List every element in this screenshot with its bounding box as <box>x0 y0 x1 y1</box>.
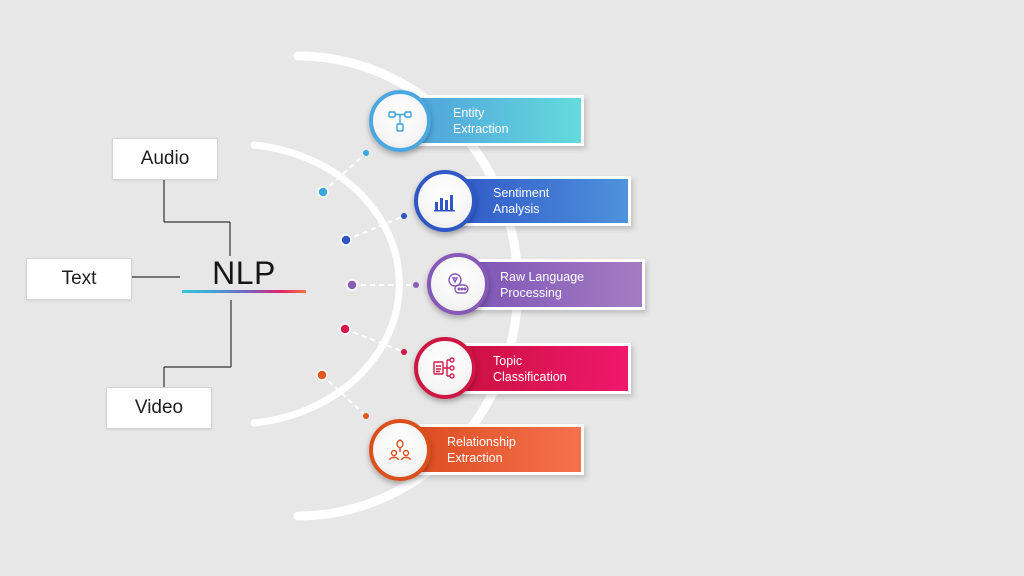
dashed-connector <box>345 215 405 241</box>
arc-dot <box>317 186 329 198</box>
dashed-connectors <box>321 152 416 417</box>
input-video: Video <box>106 387 212 429</box>
output-label-line1: Topic <box>493 353 523 368</box>
output-label-line1: Entity <box>453 105 485 120</box>
dashed-connector <box>322 152 367 193</box>
nlp-title-underline <box>182 290 306 293</box>
document-tree-icon <box>414 337 476 399</box>
nlp-title: NLP <box>212 255 276 291</box>
connector-end-dot <box>363 413 369 419</box>
arc-dot <box>340 234 352 246</box>
arc-dot <box>346 279 358 291</box>
input-audio: Audio <box>112 138 218 180</box>
output-label-line2: Classification <box>493 369 567 384</box>
input-audio-label: Audio <box>140 148 190 169</box>
output-label-line1: Sentiment <box>493 186 550 200</box>
output-label-line2: Extraction <box>447 450 503 465</box>
arc-dot <box>316 369 328 381</box>
output-label-line1: Raw Language <box>500 269 585 284</box>
connector-end-dot <box>363 150 369 156</box>
input-text-label: Text <box>61 268 97 289</box>
network-nodes-icon <box>369 90 431 152</box>
dashed-connector <box>344 328 405 353</box>
input-text: Text <box>26 258 132 300</box>
output-label-line2: Extraction <box>453 121 509 136</box>
connector-end-dot <box>401 213 407 219</box>
speech-bubble-icon <box>427 253 489 315</box>
arc-dot <box>339 323 351 335</box>
people-leaf-icon <box>369 419 431 481</box>
output-label-line2: Processing <box>500 285 562 300</box>
output-label-line2: Analysis <box>493 202 540 216</box>
bar-chart-icon <box>414 170 476 232</box>
output-label-line1: Relationship <box>447 434 516 449</box>
input-video-label: Video <box>134 397 184 418</box>
connector-end-dot <box>401 349 407 355</box>
connector-end-dot <box>413 282 419 288</box>
dashed-connector <box>321 374 367 417</box>
arc-dots <box>316 150 419 419</box>
